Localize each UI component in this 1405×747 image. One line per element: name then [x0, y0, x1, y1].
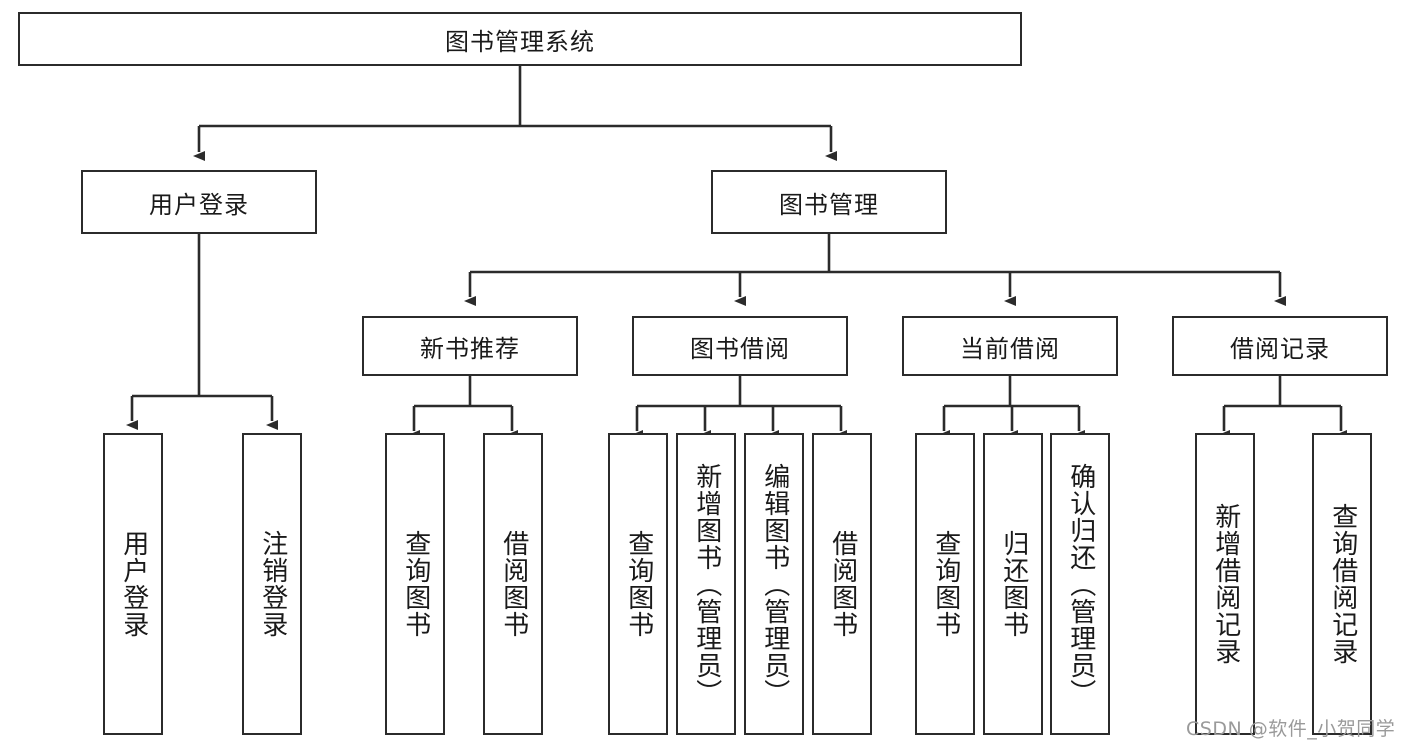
node-leaf-edit-book[interactable]: 编辑图书（管理员） [744, 433, 804, 735]
node-current-borrow-label: 当前借阅 [960, 334, 1060, 363]
node-new-book-recommend-label: 新书推荐 [420, 334, 520, 363]
node-current-borrow[interactable]: 当前借阅 [902, 316, 1118, 376]
node-user-login[interactable]: 用户登录 [81, 170, 317, 234]
node-leaf-confirm-return-label: 确认归还（管理员） [1065, 462, 1096, 706]
node-book-borrow[interactable]: 图书借阅 [632, 316, 848, 376]
node-leaf-query-record-label: 查询借阅记录 [1327, 503, 1358, 665]
node-user-login-label: 用户登录 [149, 190, 249, 219]
node-new-book-recommend[interactable]: 新书推荐 [362, 316, 578, 376]
node-leaf-confirm-return[interactable]: 确认归还（管理员） [1050, 433, 1110, 735]
node-leaf-query-books-3[interactable]: 查询图书 [915, 433, 975, 735]
node-leaf-add-record[interactable]: 新增借阅记录 [1195, 433, 1255, 735]
node-leaf-add-book-label: 新增图书（管理员） [691, 462, 722, 706]
node-leaf-logout[interactable]: 注销登录 [242, 433, 302, 735]
node-root[interactable]: 图书管理系统 [18, 12, 1022, 66]
node-leaf-edit-book-label: 编辑图书（管理员） [759, 462, 790, 706]
node-leaf-query-record[interactable]: 查询借阅记录 [1312, 433, 1372, 735]
node-leaf-borrow-books-1-label: 借阅图书 [498, 530, 529, 638]
node-leaf-query-books-1-label: 查询图书 [400, 530, 431, 638]
node-leaf-add-record-label: 新增借阅记录 [1210, 503, 1241, 665]
node-leaf-borrow-books-1[interactable]: 借阅图书 [483, 433, 543, 735]
node-book-management-label: 图书管理 [779, 190, 879, 219]
node-leaf-return-book[interactable]: 归还图书 [983, 433, 1043, 735]
node-leaf-user-login-label: 用户登录 [118, 530, 149, 638]
node-leaf-query-books-3-label: 查询图书 [930, 530, 961, 638]
node-leaf-borrow-books-2[interactable]: 借阅图书 [812, 433, 872, 735]
node-borrow-record[interactable]: 借阅记录 [1172, 316, 1388, 376]
node-leaf-query-books-2-label: 查询图书 [623, 530, 654, 638]
node-leaf-borrow-books-2-label: 借阅图书 [827, 530, 858, 638]
watermark-text: CSDN @软件_小贺同学 [1186, 718, 1396, 740]
node-book-management[interactable]: 图书管理 [711, 170, 947, 234]
node-leaf-user-login[interactable]: 用户登录 [103, 433, 163, 735]
node-leaf-query-books-1[interactable]: 查询图书 [385, 433, 445, 735]
node-leaf-return-book-label: 归还图书 [998, 530, 1029, 638]
node-leaf-add-book[interactable]: 新增图书（管理员） [676, 433, 736, 735]
node-root-label: 图书管理系统 [445, 27, 595, 56]
node-borrow-record-label: 借阅记录 [1230, 334, 1330, 363]
node-book-borrow-label: 图书借阅 [690, 334, 790, 363]
node-leaf-logout-label: 注销登录 [257, 530, 288, 638]
node-leaf-query-books-2[interactable]: 查询图书 [608, 433, 668, 735]
